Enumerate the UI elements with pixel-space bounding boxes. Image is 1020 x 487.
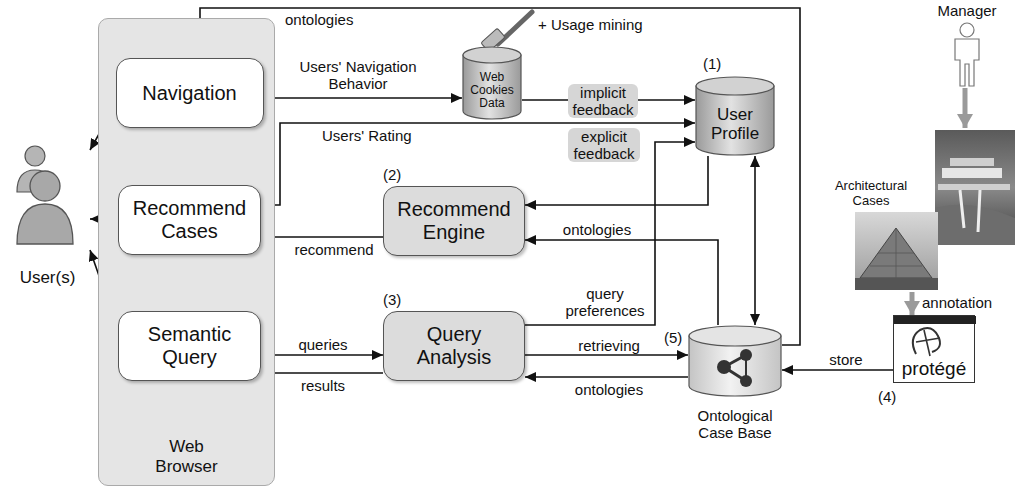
node-text: Manager — [937, 2, 996, 19]
node-text: Architectural Cases — [830, 178, 912, 208]
case-base-cylinder: Ontological Case Base — [688, 325, 782, 441]
connector-arrow — [264, 97, 463, 99]
database-cylinder: User Profile — [695, 76, 775, 156]
edge-label: query preferences — [560, 285, 650, 319]
connector-arrow — [754, 156, 756, 325]
process-box: Recommend Engine — [383, 186, 525, 256]
note-label: explicit feedback — [568, 128, 640, 162]
edge-label: retrieving — [566, 337, 652, 354]
callout-number: (1) — [703, 55, 733, 72]
connector-arrow — [525, 354, 688, 356]
connector-arrow — [782, 369, 893, 371]
edge-label: ontologies — [552, 221, 642, 238]
node-text: User Profile — [698, 105, 772, 143]
brush-icon — [481, 12, 532, 52]
connector-arrow — [261, 354, 383, 356]
connector-arrow — [910, 292, 915, 315]
edge-label: Users' Rating — [322, 127, 442, 144]
edge-label: store — [818, 351, 874, 368]
process-box: Navigation — [116, 58, 264, 128]
connector-arrow — [525, 240, 718, 325]
tool-box: protégé — [893, 315, 975, 383]
note-label: + Usage mining — [538, 16, 668, 33]
connector-arrow — [963, 88, 968, 128]
node-text: Semantic Query — [127, 323, 252, 369]
manager-actor: Manager — [928, 2, 1006, 88]
connector-arrow — [525, 376, 688, 378]
edge-label: Users' Navigation Behavior — [288, 58, 428, 92]
edge-label: recommend — [290, 241, 378, 258]
protege-logo — [894, 316, 976, 360]
node-text: Navigation — [142, 82, 237, 105]
node-text: Ontological Case Base — [689, 407, 781, 441]
node-text: Recommend Engine — [392, 198, 516, 244]
connector-arrow — [525, 156, 708, 205]
user-actor: User(s) — [5, 140, 90, 290]
architecture-photos — [830, 128, 1016, 292]
connector-arrow — [261, 372, 383, 374]
database-cylinder: Web Cookies Data — [462, 46, 522, 120]
callout-number: (3) — [383, 291, 413, 308]
node-text: Recommend Cases — [127, 197, 252, 243]
connector-arrow — [261, 236, 383, 238]
callout-number: (4) — [878, 388, 908, 405]
edge-label: ontologies — [285, 11, 375, 28]
user-icon — [5, 140, 90, 250]
edge-label: implicit feedback — [568, 84, 638, 118]
edge-label: annotation — [922, 294, 1014, 311]
node-text: User(s) — [20, 268, 76, 288]
node-text: protégé — [902, 358, 966, 379]
node-text: Web Cookies Data — [464, 71, 520, 110]
callout-number: (5) — [664, 329, 690, 346]
process-box: Semantic Query — [118, 311, 261, 381]
edge-label: results — [283, 377, 363, 394]
callout-number: (2) — [383, 166, 413, 183]
cylinder-shape — [688, 325, 782, 397]
browser-panel: Web Browser NavigationRecommend CasesSema… — [98, 18, 275, 486]
connector-arrow — [525, 142, 695, 325]
connector-arrow — [200, 8, 800, 345]
edge-label: queries — [283, 336, 363, 353]
node-text: Query Analysis — [392, 323, 516, 369]
image-group: Architectural Cases — [830, 128, 1016, 292]
edge-label: ontologies — [566, 381, 652, 398]
process-box: Query Analysis — [383, 311, 525, 381]
node-text: Web Browser — [142, 437, 232, 477]
process-box: Recommend Cases — [118, 185, 261, 255]
